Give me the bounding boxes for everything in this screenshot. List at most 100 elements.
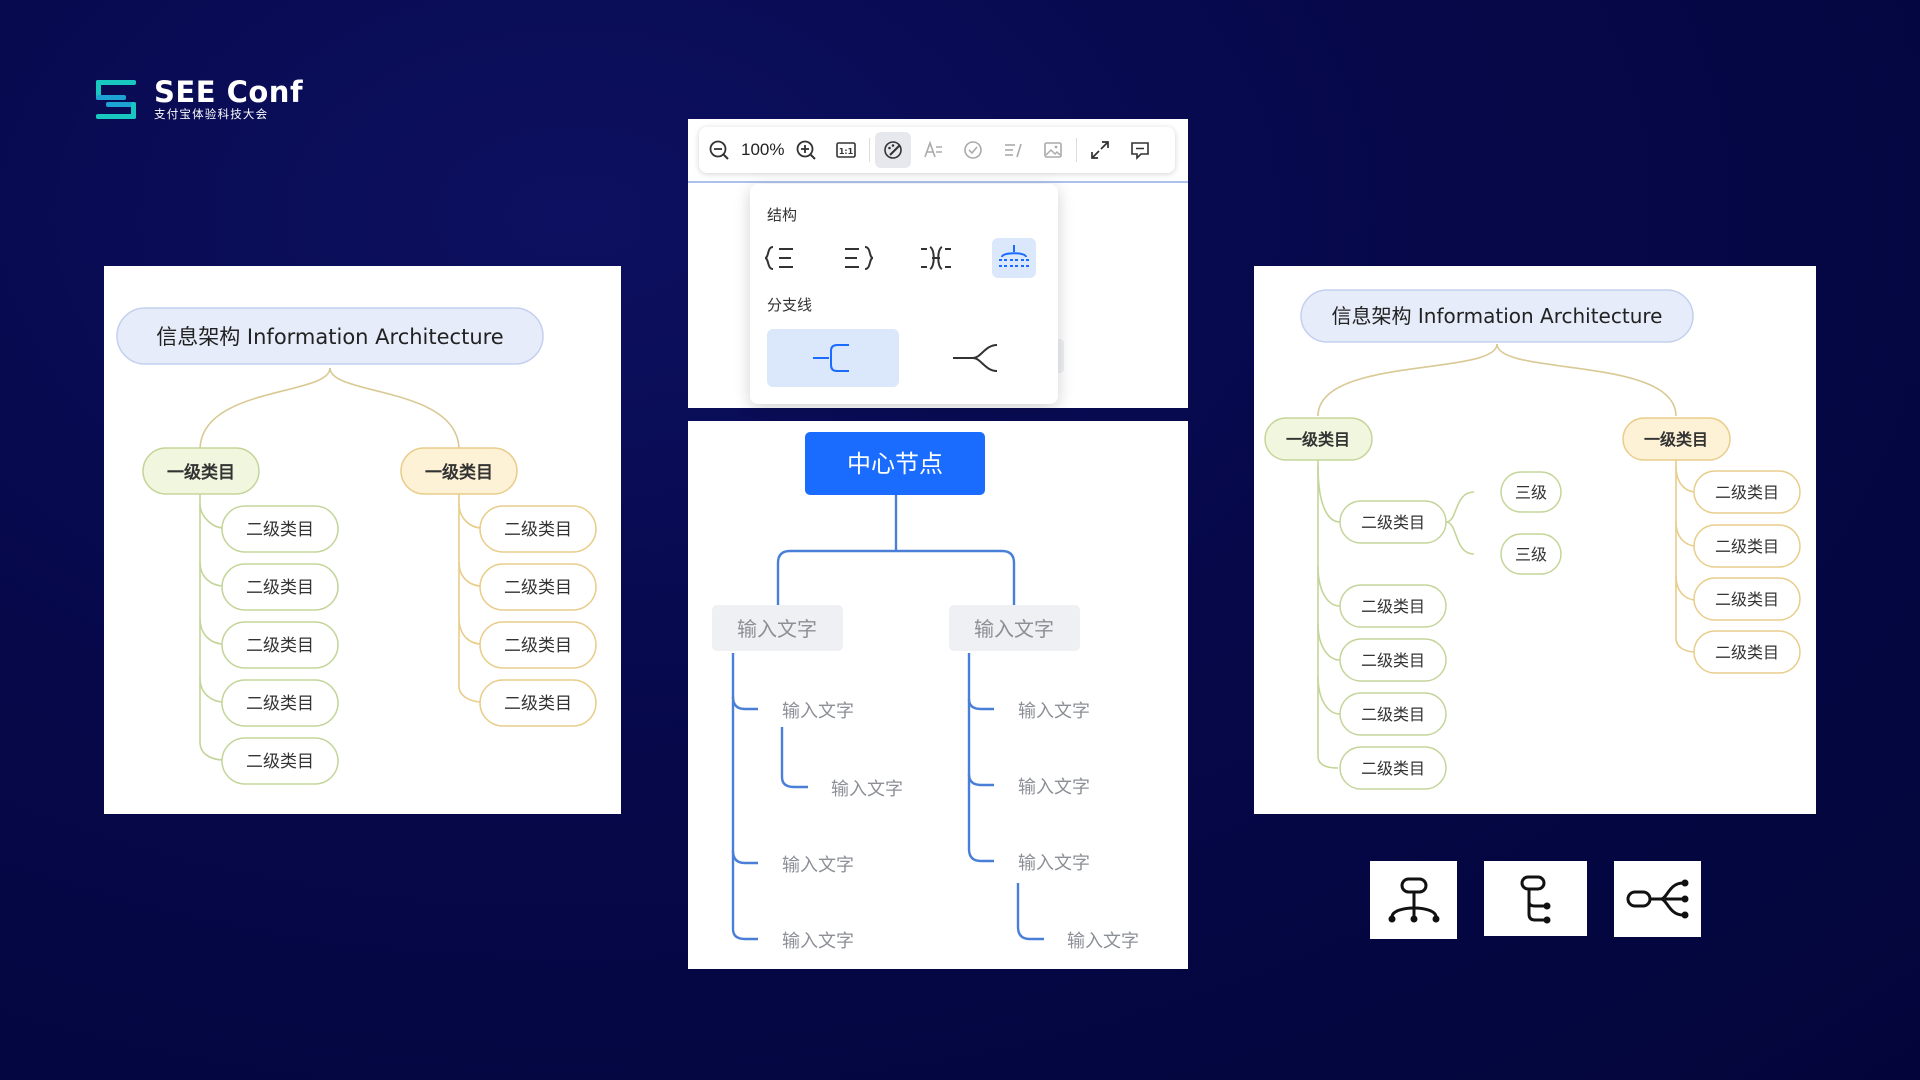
left-b1-child-2-label: 二级类目 xyxy=(246,636,314,656)
left-b2-child-1[interactable] xyxy=(479,563,597,611)
branch-option-elbow[interactable] xyxy=(767,329,899,387)
left-b1-child-3[interactable] xyxy=(221,679,339,727)
zoom-out-icon xyxy=(709,140,729,160)
right-root-node[interactable] xyxy=(1300,289,1694,343)
right-b2-child-3[interactable] xyxy=(1693,630,1801,674)
left-b2-child-3-label: 二级类目 xyxy=(504,694,572,714)
left-b1-child-0[interactable] xyxy=(221,505,339,553)
right-b1-child-2[interactable] xyxy=(1339,638,1447,682)
left-b1-child-1-label: 二级类目 xyxy=(246,578,314,598)
center-right-child-1[interactable]: 输入文字 xyxy=(1018,777,1090,798)
left-branch2-label: 一级类目 xyxy=(425,462,493,483)
left-b2-child-0[interactable] xyxy=(479,505,597,553)
center-left-node[interactable] xyxy=(712,605,843,651)
center-right-label: 输入文字 xyxy=(974,617,1054,641)
center-right-child-2[interactable]: 输入文字 xyxy=(1018,853,1090,874)
center-left-child-1[interactable]: 输入文字 xyxy=(831,779,903,800)
list-button[interactable] xyxy=(995,132,1031,168)
right-b1-child-3[interactable] xyxy=(1339,692,1447,736)
structure-option-left[interactable] xyxy=(758,238,802,278)
center-mindmap-canvas: 中心节点 输入文字 输入文字 输入文字 输入文字 输入文字 输入文字 输入文字 … xyxy=(712,432,1139,952)
logo-subtitle: 支付宝体验科技大会 xyxy=(154,107,269,121)
comment-icon xyxy=(1131,142,1150,160)
left-root-to-branch2 xyxy=(329,367,460,451)
left-b1-child-4[interactable] xyxy=(221,737,339,785)
left-b1-child-4-label: 二级类目 xyxy=(246,752,314,772)
style-icon xyxy=(884,141,903,159)
right-tertiary-1[interactable] xyxy=(1500,533,1562,575)
right-b1-child-1-label: 二级类目 xyxy=(1361,597,1425,616)
center-right-child-0[interactable]: 输入文字 xyxy=(1018,701,1090,722)
left-root-node[interactable] xyxy=(116,307,544,365)
right-b2-child-2[interactable] xyxy=(1693,577,1801,621)
editor-toolbar: 100% 1:1 xyxy=(688,119,1188,183)
center-right-child-3[interactable]: 输入文字 xyxy=(1067,931,1139,952)
zoom-out-button[interactable] xyxy=(701,132,737,168)
logic-left-layout-icon xyxy=(1626,879,1688,919)
right-b2-child-0-label: 二级类目 xyxy=(1715,483,1779,502)
center-left-child-0[interactable]: 输入文字 xyxy=(782,701,854,722)
left-branch2-children: 二级类目 二级类目 二级类目 二级类目 xyxy=(479,505,597,727)
left-branch2-lines xyxy=(458,494,483,703)
logic-left-layout-button[interactable] xyxy=(1614,861,1701,937)
center-left-child-2[interactable]: 输入文字 xyxy=(782,855,854,876)
elbow-line-icon xyxy=(813,344,849,372)
left-b1-child-2[interactable] xyxy=(221,621,339,669)
right-branch2-node[interactable] xyxy=(1622,417,1731,461)
zoom-in-button[interactable] xyxy=(788,132,824,168)
actual-size-icon: 1:1 xyxy=(836,142,857,158)
right-b1-child-3-label: 二级类目 xyxy=(1361,705,1425,724)
left-b1-child-1[interactable] xyxy=(221,563,339,611)
structure-label: 结构 xyxy=(767,206,798,224)
structure-option-org[interactable] xyxy=(992,238,1036,278)
left-root-to-branch1 xyxy=(199,367,331,451)
left-b2-child-2[interactable] xyxy=(479,621,597,669)
right-b2-child-1[interactable] xyxy=(1693,524,1801,568)
branch-line-label: 分支线 xyxy=(767,296,813,314)
actual-size-button[interactable]: 1:1 xyxy=(828,132,864,168)
right-branch2-children: 二级类目 二级类目 二级类目 二级类目 xyxy=(1693,470,1801,674)
left-b1-child-3-label: 二级类目 xyxy=(246,694,314,714)
text-style-icon xyxy=(924,140,943,158)
left-b2-child-1-label: 二级类目 xyxy=(504,578,572,598)
right-branch1-node[interactable] xyxy=(1264,417,1373,461)
right-branch2-lines xyxy=(1675,460,1697,653)
fullscreen-icon xyxy=(1091,141,1110,159)
fullscreen-button[interactable] xyxy=(1082,132,1118,168)
center-right-node[interactable] xyxy=(949,605,1080,651)
right-b2-child-3-label: 二级类目 xyxy=(1715,643,1779,662)
left-b2-child-3[interactable] xyxy=(479,679,597,727)
structure-option-right[interactable] xyxy=(836,238,880,278)
check-button[interactable] xyxy=(955,132,991,168)
right-b1-child-0[interactable] xyxy=(1339,500,1447,544)
center-root-label: 中心节点 xyxy=(847,450,943,478)
center-root-node[interactable] xyxy=(805,432,985,495)
right-b1-child-0-label: 二级类目 xyxy=(1361,513,1425,532)
structure-option-both[interactable] xyxy=(914,238,958,278)
right-b1-child-4-label: 二级类目 xyxy=(1361,759,1425,778)
right-b2-child-0[interactable] xyxy=(1693,470,1801,514)
right-tertiary-1-label: 三级 xyxy=(1515,545,1547,564)
check-icon xyxy=(964,141,983,159)
actual-size-label: 1:1 xyxy=(839,147,854,156)
zoom-level[interactable]: 100% xyxy=(741,140,785,159)
both-sides-structure-icon xyxy=(921,246,951,270)
left-root-label: 信息架构 Information Architecture xyxy=(156,325,503,349)
right-tertiary-0[interactable] xyxy=(1500,471,1562,513)
right-b1-child-1[interactable] xyxy=(1339,584,1447,628)
org-chart-layout-button[interactable] xyxy=(1370,861,1457,939)
right-b1-child-4[interactable] xyxy=(1339,746,1447,790)
branch-option-curve[interactable] xyxy=(910,329,1042,387)
image-button[interactable] xyxy=(1035,132,1071,168)
center-left-child-3[interactable]: 输入文字 xyxy=(782,931,854,952)
style-button[interactable] xyxy=(875,132,912,168)
left-branch1-node[interactable] xyxy=(142,447,260,495)
tree-layout-button[interactable] xyxy=(1484,861,1587,936)
left-branch2-node[interactable] xyxy=(400,447,518,495)
right-branch1-label: 一级类目 xyxy=(1286,430,1350,449)
left-branch1-children: 二级类目 二级类目 二级类目 二级类目 二级类目 xyxy=(221,505,339,785)
text-style-button[interactable] xyxy=(915,132,951,168)
right-branch2-label: 一级类目 xyxy=(1644,430,1708,449)
left-mindmap-canvas: 信息架构 Information Architecture 一级类目 一级类目 … xyxy=(116,307,597,785)
comment-button[interactable] xyxy=(1122,132,1158,168)
